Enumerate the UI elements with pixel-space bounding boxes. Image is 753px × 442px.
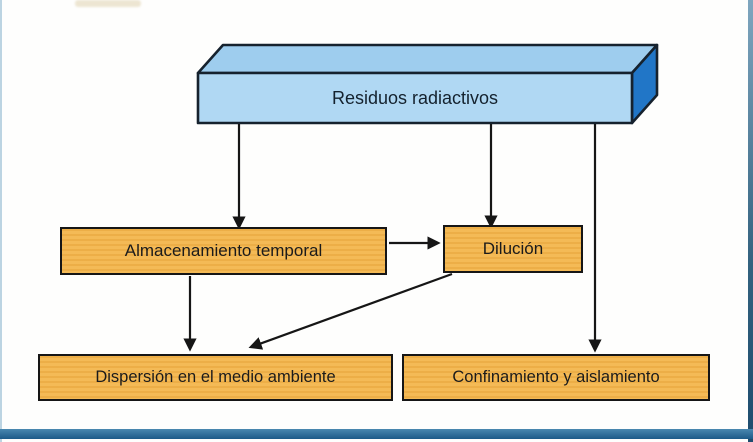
node-dispersion: Dispersión en el medio ambiente	[38, 354, 393, 401]
edge-dilucion-dispersion	[248, 272, 453, 350]
residuos-3d-box	[196, 43, 659, 125]
node-residuos-label: Residuos radiactivos	[331, 87, 499, 108]
node-almacenamiento: Almacenamiento temporal	[60, 227, 387, 275]
frame-right-border	[748, 0, 753, 442]
frame-bottom-border	[0, 429, 753, 439]
box-front-face	[196, 71, 634, 125]
scan-smudge	[75, 0, 141, 7]
frame-left-border	[0, 0, 2, 442]
node-dilucion: Dilución	[443, 225, 583, 273]
node-confinamiento: Confinamiento y aislamiento	[402, 354, 710, 401]
box-top-face	[196, 43, 659, 75]
